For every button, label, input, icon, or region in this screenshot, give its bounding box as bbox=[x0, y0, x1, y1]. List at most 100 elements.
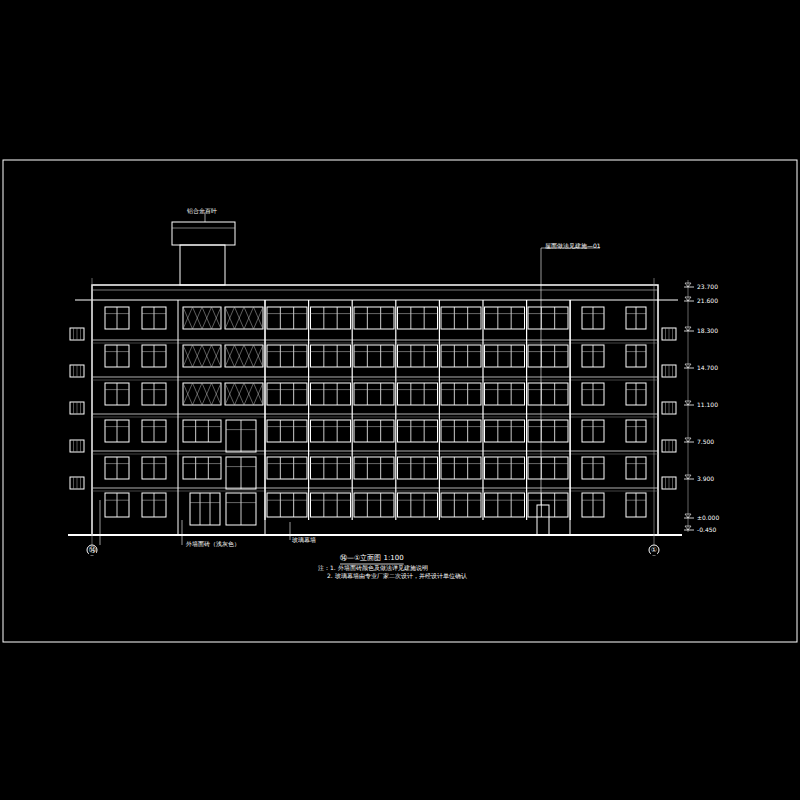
ac-grille bbox=[672, 328, 673, 340]
window-transom bbox=[105, 426, 129, 427]
level-mark bbox=[684, 368, 694, 369]
window-transom bbox=[528, 463, 568, 464]
window-mullion bbox=[337, 420, 338, 442]
level-triangle bbox=[685, 297, 691, 301]
window-transom bbox=[105, 313, 129, 314]
window-mullion bbox=[593, 457, 594, 479]
window-mullion bbox=[467, 345, 468, 367]
window bbox=[142, 420, 166, 442]
floor-line bbox=[92, 377, 658, 378]
window-mullion bbox=[511, 307, 512, 329]
window-mullion bbox=[323, 457, 324, 479]
window-mullion bbox=[323, 383, 324, 405]
louver-hatch bbox=[244, 383, 254, 405]
ac-grille bbox=[77, 477, 78, 489]
note-text: 外墙面砖（浅灰色） bbox=[186, 541, 240, 548]
window-mullion bbox=[497, 383, 498, 405]
floor-line bbox=[92, 451, 658, 452]
window-mullion bbox=[454, 457, 455, 479]
window-mullion bbox=[367, 493, 368, 517]
window-mullion bbox=[497, 345, 498, 367]
window-mullion bbox=[467, 457, 468, 479]
window bbox=[142, 345, 166, 367]
window-mullion bbox=[554, 307, 555, 329]
elevation-value: 3.900 bbox=[697, 476, 714, 483]
window bbox=[398, 345, 438, 367]
window-transom bbox=[311, 389, 351, 390]
ac-grille bbox=[669, 365, 670, 377]
level-triangle bbox=[685, 327, 691, 331]
ac-grille bbox=[672, 477, 673, 489]
window-mullion bbox=[367, 383, 368, 405]
window bbox=[582, 420, 604, 442]
level-mark bbox=[684, 405, 694, 406]
window-mullion bbox=[337, 345, 338, 367]
ac-unit bbox=[70, 477, 84, 489]
window-mullion bbox=[454, 307, 455, 329]
window-transom bbox=[485, 389, 525, 390]
window-mullion bbox=[554, 457, 555, 479]
window bbox=[626, 307, 646, 329]
curtain-mullion bbox=[308, 300, 309, 520]
window-mullion bbox=[154, 457, 155, 479]
note-text: 玻璃幕墙 bbox=[292, 537, 316, 544]
window bbox=[354, 457, 394, 479]
bay-line bbox=[178, 300, 179, 535]
window bbox=[528, 420, 568, 442]
window bbox=[267, 457, 307, 479]
window-transom bbox=[626, 500, 646, 501]
window-mullion bbox=[636, 383, 637, 405]
window bbox=[398, 493, 438, 517]
window-transom bbox=[354, 426, 394, 427]
level-triangle bbox=[685, 526, 691, 530]
window-transom bbox=[485, 426, 525, 427]
window-transom bbox=[105, 463, 129, 464]
window bbox=[441, 457, 481, 479]
louver-hatch bbox=[202, 345, 212, 367]
window bbox=[441, 345, 481, 367]
window bbox=[311, 383, 351, 405]
roof-tower bbox=[172, 222, 235, 245]
window-transom bbox=[528, 389, 568, 390]
louver-hatch bbox=[235, 307, 245, 329]
window-mullion bbox=[337, 383, 338, 405]
window bbox=[582, 383, 604, 405]
parapet-line bbox=[92, 290, 658, 291]
curtain-mullion bbox=[439, 300, 440, 520]
ac-unit bbox=[662, 440, 676, 452]
window-transom bbox=[441, 389, 481, 390]
window bbox=[626, 383, 646, 405]
ac-grille bbox=[665, 365, 666, 377]
window-mullion bbox=[593, 383, 594, 405]
louver-hatch bbox=[193, 307, 203, 329]
window-mullion bbox=[511, 345, 512, 367]
window-transom bbox=[398, 463, 438, 464]
ac-grille bbox=[669, 440, 670, 452]
window-mullion bbox=[636, 457, 637, 479]
window bbox=[105, 457, 129, 479]
louver-hatch bbox=[193, 345, 203, 367]
axis-bubble bbox=[87, 545, 97, 555]
louver-panel bbox=[225, 345, 263, 367]
louver-hatch bbox=[193, 383, 203, 405]
window-mullion bbox=[636, 345, 637, 367]
window-mullion bbox=[154, 307, 155, 329]
window-transom bbox=[441, 351, 481, 352]
window bbox=[267, 493, 307, 517]
window-mullion bbox=[323, 420, 324, 442]
note-text: 屋面做法见建施—01 bbox=[545, 243, 601, 250]
window bbox=[267, 383, 307, 405]
louver-hatch bbox=[254, 345, 264, 367]
louver-hatch bbox=[212, 307, 222, 329]
ac-grille bbox=[77, 328, 78, 340]
bay-line bbox=[265, 300, 266, 535]
louver-hatch bbox=[202, 345, 212, 367]
window bbox=[354, 383, 394, 405]
window bbox=[311, 420, 351, 442]
window-transom bbox=[142, 500, 166, 501]
louver-hatch bbox=[254, 383, 264, 405]
window-transom bbox=[582, 351, 604, 352]
ac-grille bbox=[73, 477, 74, 489]
window-mullion bbox=[280, 383, 281, 405]
